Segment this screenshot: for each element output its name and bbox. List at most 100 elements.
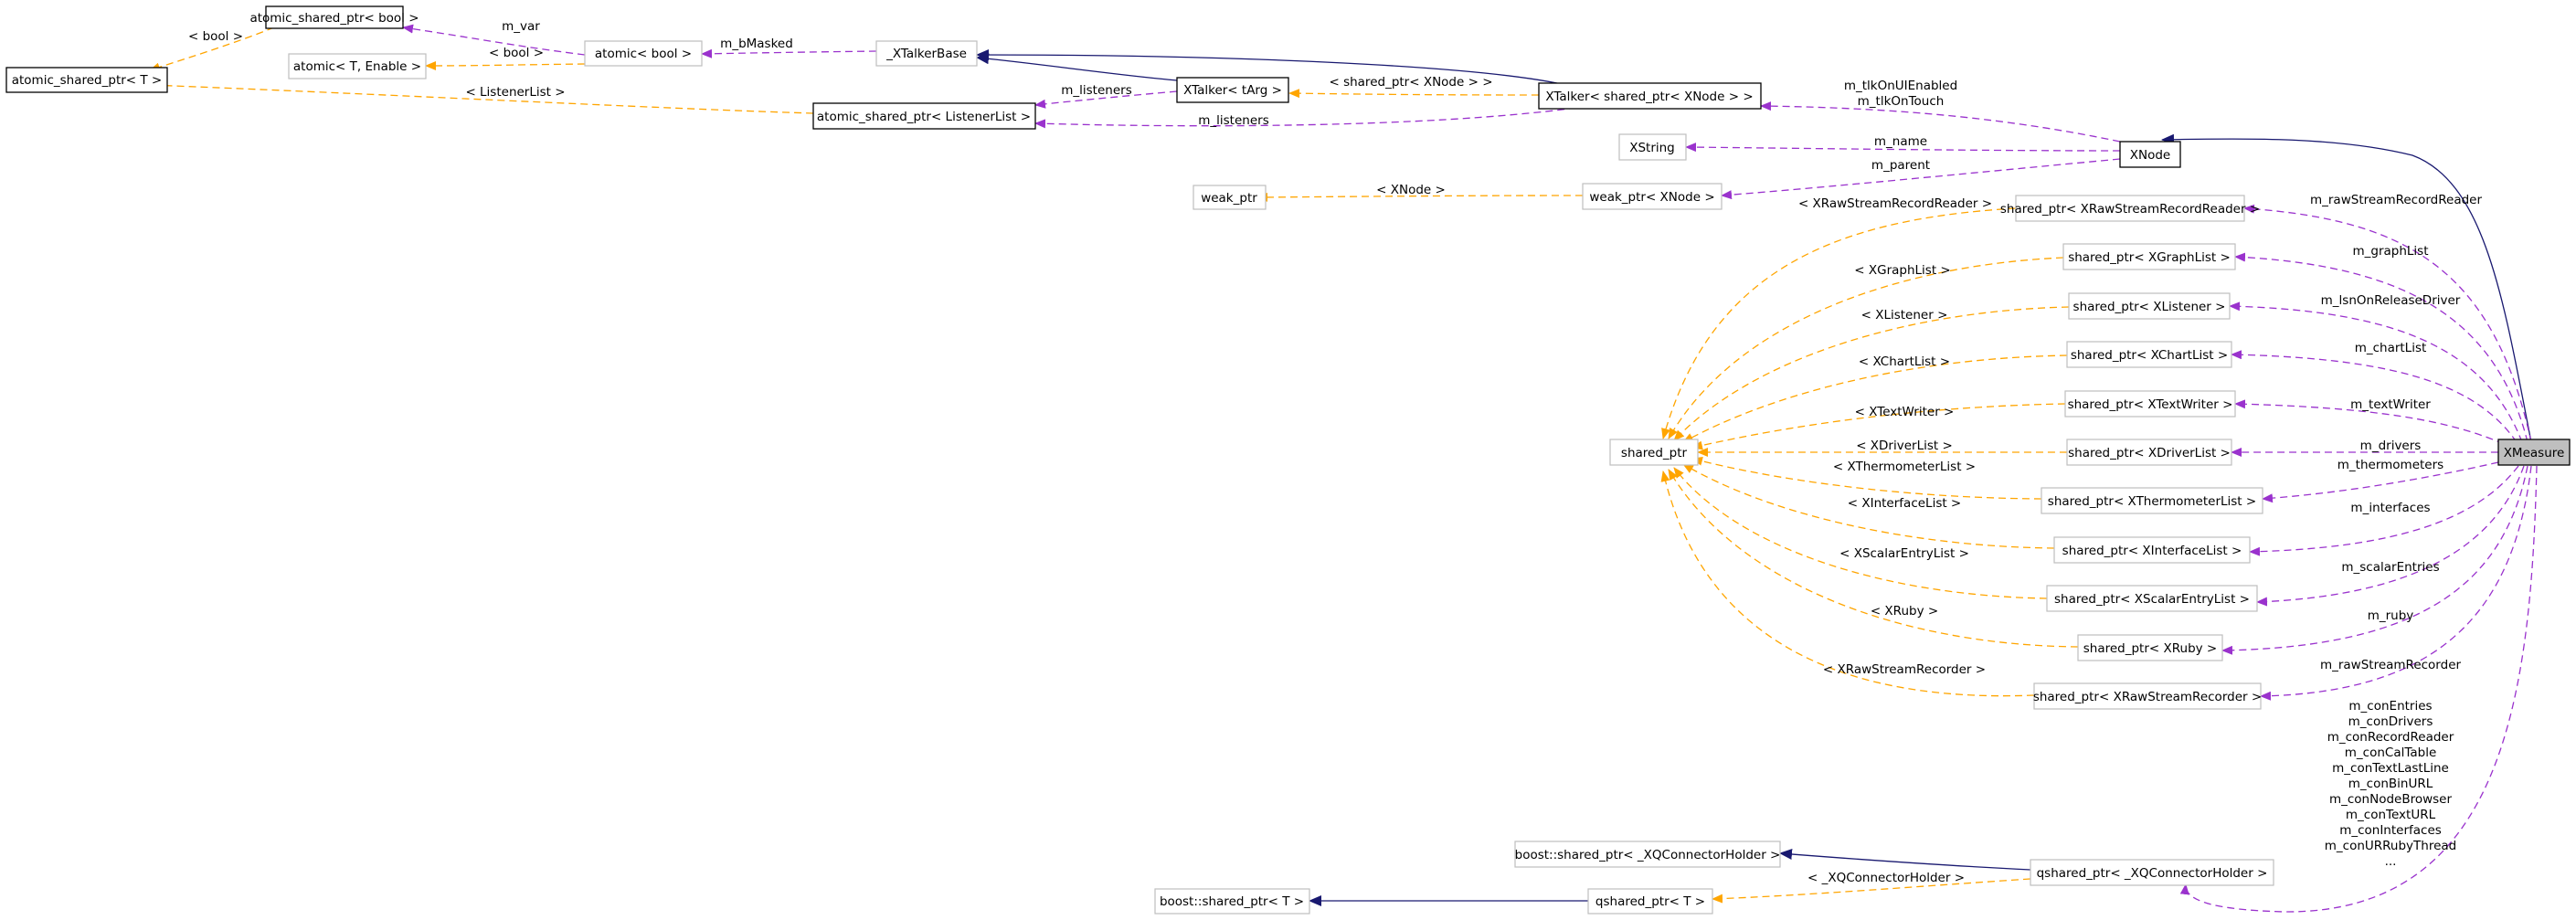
label-member-con-10: ...: [2385, 854, 2397, 869]
node-sp-graphlist[interactable]: shared_ptr< XGraphList >: [2062, 243, 2236, 270]
edge-xmeasure-to-xnode: [2161, 133, 2532, 443]
edge-member-scalarentries: [2256, 465, 2525, 607]
edge-tpl-listener: [1673, 306, 2070, 441]
edge-tpl-chartlist: [1682, 354, 2068, 443]
svg-text:weak_ptr< XNode >: weak_ptr< XNode >: [1589, 190, 1714, 205]
node-sp-driverlist[interactable]: shared_ptr< XDriverList >: [2066, 439, 2232, 466]
label-member-lsnonreleasedriver: m_lsnOnReleaseDriver: [2321, 293, 2461, 308]
edge-member-thermometers: [2262, 461, 2499, 503]
label-tpl-interfacelist: < XInterfaceList >: [1848, 496, 1962, 511]
node-sp-thermometerlist[interactable]: shared_ptr< XThermometerList >: [2041, 487, 2263, 514]
edge-xtalker-shared-to-xtalkerbase: [976, 49, 1577, 89]
svg-text:XMeasure: XMeasure: [2504, 446, 2565, 460]
edge-member-connectors: [2179, 465, 2538, 913]
svg-text:shared_ptr< XRawStreamRecordRe: shared_ptr< XRawStreamRecordReader >: [2000, 202, 2260, 217]
node-weak-ptr[interactable]: weak_ptr: [1193, 185, 1267, 210]
edge-member-rawstreamrecordreader: [2243, 204, 2532, 443]
label-tpl-ruby: < XRuby >: [1871, 604, 1938, 619]
label-tpl-listener: < XListener >: [1861, 308, 1948, 323]
svg-text:qshared_ptr< T >: qshared_ptr< T >: [1595, 894, 1705, 909]
node-xtalker-targ[interactable]: XTalker< tArg >: [1176, 77, 1289, 103]
node-sp-rawstreamrecordreader[interactable]: shared_ptr< XRawStreamRecordReader >: [2000, 195, 2260, 222]
label-member-interfaces: m_interfaces: [2350, 501, 2430, 515]
node-xnode[interactable]: XNode: [2119, 141, 2181, 168]
node-atomic-shared-listenerlist[interactable]: atomic_shared_ptr< ListenerList >: [812, 102, 1036, 130]
node-atomic-T-enable[interactable]: atomic< T, Enable >: [288, 53, 427, 79]
svg-text:shared_ptr< XInterfaceList >: shared_ptr< XInterfaceList >: [2062, 544, 2242, 558]
node-sp-listener[interactable]: shared_ptr< XListener >: [2068, 292, 2231, 320]
svg-text:shared_ptr< XScalarEntryList >: shared_ptr< XScalarEntryList >: [2054, 592, 2250, 607]
svg-text:shared_ptr< XListener >: shared_ptr< XListener >: [2073, 300, 2226, 314]
edge-xtalker-targ-to-xtalkerbase: [976, 53, 1178, 81]
edge-tpl-textwriter: [1691, 403, 2066, 450]
node-sp-interfacelist[interactable]: shared_ptr< XInterfaceList >: [2053, 536, 2251, 564]
label-member-con-2: m_conRecordReader: [2327, 730, 2454, 745]
label-tpl-bool-1: < bool >: [188, 29, 243, 44]
node-boost-sp-T[interactable]: boost::shared_ptr< T >: [1154, 888, 1310, 915]
node-atomic-bool[interactable]: atomic< bool >: [584, 40, 703, 67]
label-member-con-4: m_conTextLastLine: [2332, 761, 2449, 776]
node-weak-ptr-xnode[interactable]: weak_ptr< XNode >: [1582, 183, 1723, 210]
edge-tpl-xqconnectorholder: [1712, 878, 2031, 904]
node-sp-chartlist[interactable]: shared_ptr< XChartList >: [2066, 341, 2232, 368]
edge-member-m-listeners-1: [1034, 90, 1178, 109]
node-xmeasure[interactable]: XMeasure: [2497, 439, 2571, 466]
label-tpl-textwriter: < XTextWriter >: [1855, 405, 1955, 419]
label-member-scalarentries: m_scalarEntries: [2341, 560, 2439, 575]
node-xstring[interactable]: XString: [1618, 133, 1687, 161]
svg-text:shared_ptr< XTextWriter >: shared_ptr< XTextWriter >: [2068, 397, 2233, 412]
edge-tpl-interfacelist: [1682, 463, 2055, 549]
label-tpl-listenerlist: < ListenerList >: [465, 85, 565, 100]
edge-member-m-name: [1685, 143, 2121, 153]
svg-text:_XTalkerBase: _XTalkerBase: [885, 47, 967, 61]
label-member-graphlist: m_graphList: [2352, 244, 2428, 259]
svg-text:shared_ptr: shared_ptr: [1621, 446, 1688, 460]
edge-qsp-to-boost-sp: [1779, 849, 2031, 871]
label-member-textwriter: m_textWriter: [2350, 397, 2431, 412]
label-member-con-6: m_conNodeBrowser: [2329, 792, 2453, 807]
svg-text:atomic< bool >: atomic< bool >: [595, 47, 692, 61]
label-member-con-5: m_conBinURL: [2348, 777, 2433, 791]
node-sp-rawstreamrecorder[interactable]: shared_ptr< XRawStreamRecorder >: [2033, 682, 2262, 710]
edge-member-rawstreamrecorder: [2260, 465, 2532, 701]
label-tpl-shared-xnode: < shared_ptr< XNode > >: [1329, 75, 1492, 90]
label-tpl-chartlist: < XChartList >: [1859, 354, 1950, 369]
node-qsp-T[interactable]: qshared_ptr< T >: [1587, 888, 1713, 915]
label-member-con-8: m_conInterfaces: [2339, 823, 2442, 838]
node-sp-textwriter[interactable]: shared_ptr< XTextWriter >: [2064, 390, 2236, 418]
svg-text:boost::shared_ptr< T >: boost::shared_ptr< T >: [1160, 894, 1304, 909]
label-tpl-rawstreamrecordreader: < XRawStreamRecordReader >: [1798, 196, 1992, 211]
edge-member-interfaces: [2249, 465, 2519, 556]
node-boost-sp-xqconnectorholder[interactable]: boost::shared_ptr< _XQConnectorHolder >: [1514, 841, 1781, 868]
edge-member-m-var: [402, 24, 586, 56]
label-member-m-parent: m_parent: [1871, 158, 1930, 173]
label-tpl-graphlist: < XGraphList >: [1854, 263, 1950, 278]
svg-text:atomic_shared_ptr< ListenerLis: atomic_shared_ptr< ListenerList >: [817, 110, 1031, 124]
node-atomic-shared-ptr-T[interactable]: atomic_shared_ptr< T >: [5, 67, 168, 93]
edge-member-textwriter: [2234, 399, 2505, 445]
node-sp-scalarentrylist[interactable]: shared_ptr< XScalarEntryList >: [2046, 585, 2258, 612]
label-member-drivers: m_drivers: [2360, 439, 2422, 453]
svg-text:shared_ptr< XDriverList >: shared_ptr< XDriverList >: [2068, 446, 2231, 460]
node-qsp-xqconnectorholder[interactable]: qshared_ptr< _XQConnectorHolder >: [2030, 859, 2274, 886]
node-shared-ptr[interactable]: shared_ptr: [1609, 439, 1699, 466]
label-tpl-xqconnectorholder: < _XQConnectorHolder >: [1807, 871, 1965, 885]
label-member-m-listeners-1: m_listeners: [1061, 83, 1131, 98]
label-member-con-0: m_conEntries: [2348, 699, 2432, 714]
label-tpl-scalarentrylist: < XScalarEntryList >: [1839, 546, 1969, 561]
label-member-m-tlk-2: m_tlkOnTouch: [1858, 94, 1945, 109]
label-member-chartlist: m_chartList: [2355, 341, 2427, 355]
edge-tpl-rawstreamrecordreader: [1661, 207, 2017, 439]
label-tpl-driverlist: < XDriverList >: [1856, 439, 1953, 453]
node-sp-ruby[interactable]: shared_ptr< XRuby >: [2077, 634, 2223, 661]
node-atomic-shared-ptr-bool[interactable]: atomic_shared_ptr< bool >: [249, 5, 419, 29]
node-xtalkerbase[interactable]: _XTalkerBase: [875, 40, 978, 67]
label-member-rawstreamrecorder: m_rawStreamRecorder: [2320, 658, 2462, 672]
svg-text:shared_ptr< XGraphList >: shared_ptr< XGraphList >: [2068, 250, 2231, 265]
svg-text:shared_ptr< XRawStreamRecorder: shared_ptr< XRawStreamRecorder >: [2033, 690, 2262, 704]
node-xtalker-shared-xnode[interactable]: XTalker< shared_ptr< XNode > >: [1538, 82, 1762, 110]
svg-text:shared_ptr< XChartList >: shared_ptr< XChartList >: [2071, 348, 2228, 363]
svg-text:atomic_shared_ptr< T >: atomic_shared_ptr< T >: [12, 73, 163, 88]
edge-member-chartlist: [2231, 350, 2518, 443]
